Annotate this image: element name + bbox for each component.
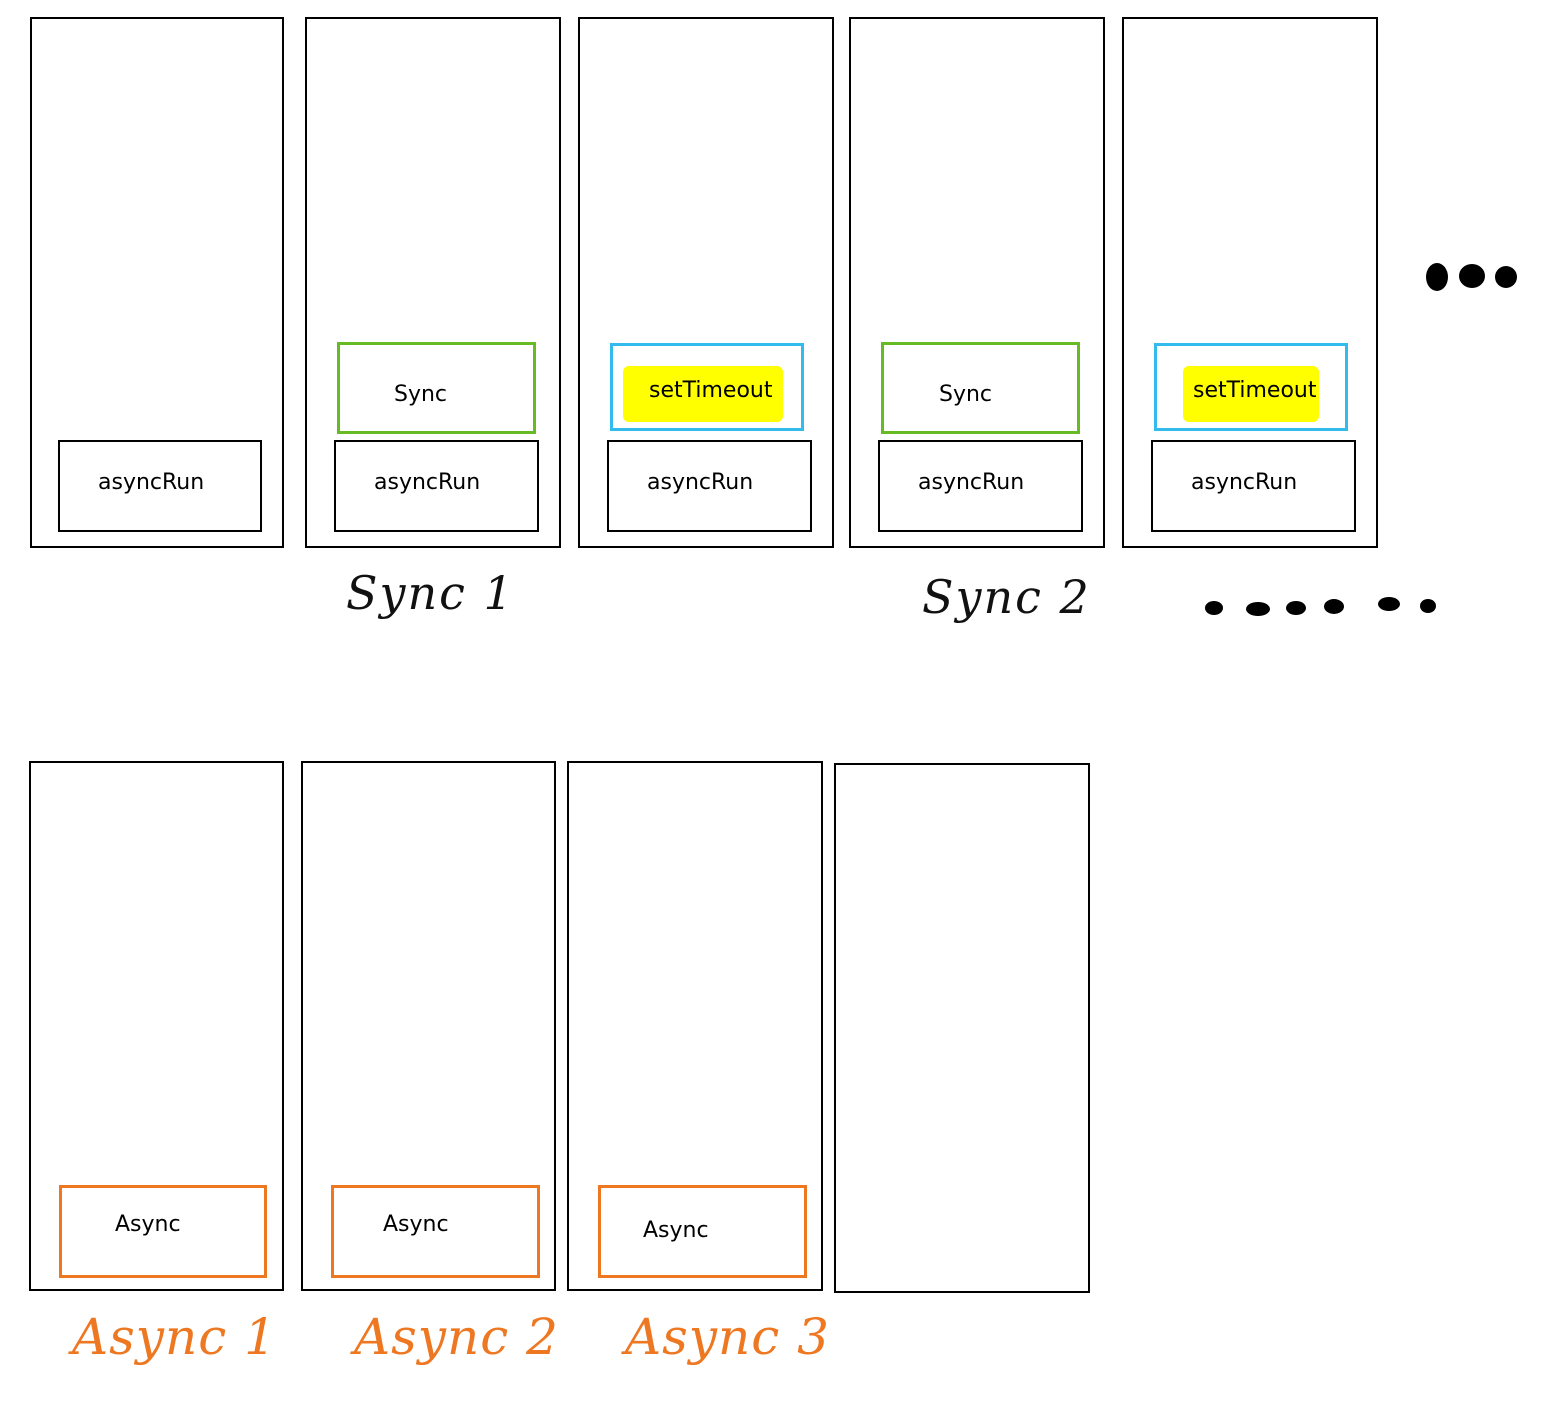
ellipsis-dot bbox=[1324, 599, 1344, 614]
call-stack-4: Sync asyncRun bbox=[849, 17, 1105, 548]
frame-asyncrun: asyncRun bbox=[607, 440, 812, 532]
frame-label: asyncRun bbox=[98, 470, 205, 495]
frame-sync: Sync bbox=[337, 342, 536, 434]
empty-stack bbox=[834, 763, 1090, 1293]
frame-async: Async bbox=[331, 1185, 540, 1278]
ellipsis-dot bbox=[1459, 264, 1485, 288]
frame-async: Async bbox=[59, 1185, 267, 1278]
call-stack-1: asyncRun bbox=[30, 17, 284, 548]
ellipsis-dot bbox=[1378, 597, 1400, 611]
frame-label: asyncRun bbox=[1191, 470, 1298, 495]
label-async-3: Async 3 bbox=[625, 1308, 830, 1366]
call-stack-5: setTimeout asyncRun bbox=[1122, 17, 1378, 548]
frame-sync: Sync bbox=[881, 342, 1080, 434]
call-stack-2: Sync asyncRun bbox=[305, 17, 561, 548]
frame-label: Async bbox=[383, 1212, 449, 1237]
frame-label: asyncRun bbox=[374, 470, 481, 495]
label-sync-2: Sync 2 bbox=[922, 570, 1091, 624]
call-stack-3: setTimeout asyncRun bbox=[578, 17, 834, 548]
frame-settimeout: setTimeout bbox=[1154, 343, 1348, 431]
frame-label: Sync bbox=[394, 382, 448, 407]
ellipsis-dot bbox=[1426, 263, 1448, 291]
frame-asyncrun: asyncRun bbox=[334, 440, 539, 532]
yellow-highlight bbox=[623, 366, 783, 422]
async-stack-1: Async bbox=[29, 761, 284, 1291]
ellipsis-dot bbox=[1205, 601, 1223, 615]
frame-label: asyncRun bbox=[647, 470, 754, 495]
ellipsis-dot bbox=[1286, 601, 1306, 615]
label-sync-1: Sync 1 bbox=[346, 566, 515, 620]
frame-asyncrun: asyncRun bbox=[1151, 440, 1356, 532]
ellipsis-dot bbox=[1495, 266, 1517, 288]
ellipsis-dot bbox=[1246, 602, 1270, 616]
frame-label: Async bbox=[643, 1218, 709, 1243]
label-async-1: Async 1 bbox=[72, 1308, 277, 1366]
async-stack-2: Async bbox=[301, 761, 556, 1291]
ellipsis-dot bbox=[1420, 599, 1436, 613]
async-stack-3: Async bbox=[567, 761, 823, 1291]
yellow-highlight bbox=[1183, 366, 1319, 422]
frame-settimeout: setTimeout bbox=[610, 343, 804, 431]
frame-asyncrun: asyncRun bbox=[58, 440, 262, 532]
frame-asyncrun: asyncRun bbox=[878, 440, 1083, 532]
frame-label: asyncRun bbox=[918, 470, 1025, 495]
frame-label: Sync bbox=[939, 382, 993, 407]
frame-label: setTimeout bbox=[649, 378, 773, 403]
label-async-2: Async 2 bbox=[354, 1308, 559, 1366]
frame-async: Async bbox=[598, 1185, 807, 1278]
frame-label: Async bbox=[115, 1212, 181, 1237]
frame-label: setTimeout bbox=[1193, 378, 1317, 403]
